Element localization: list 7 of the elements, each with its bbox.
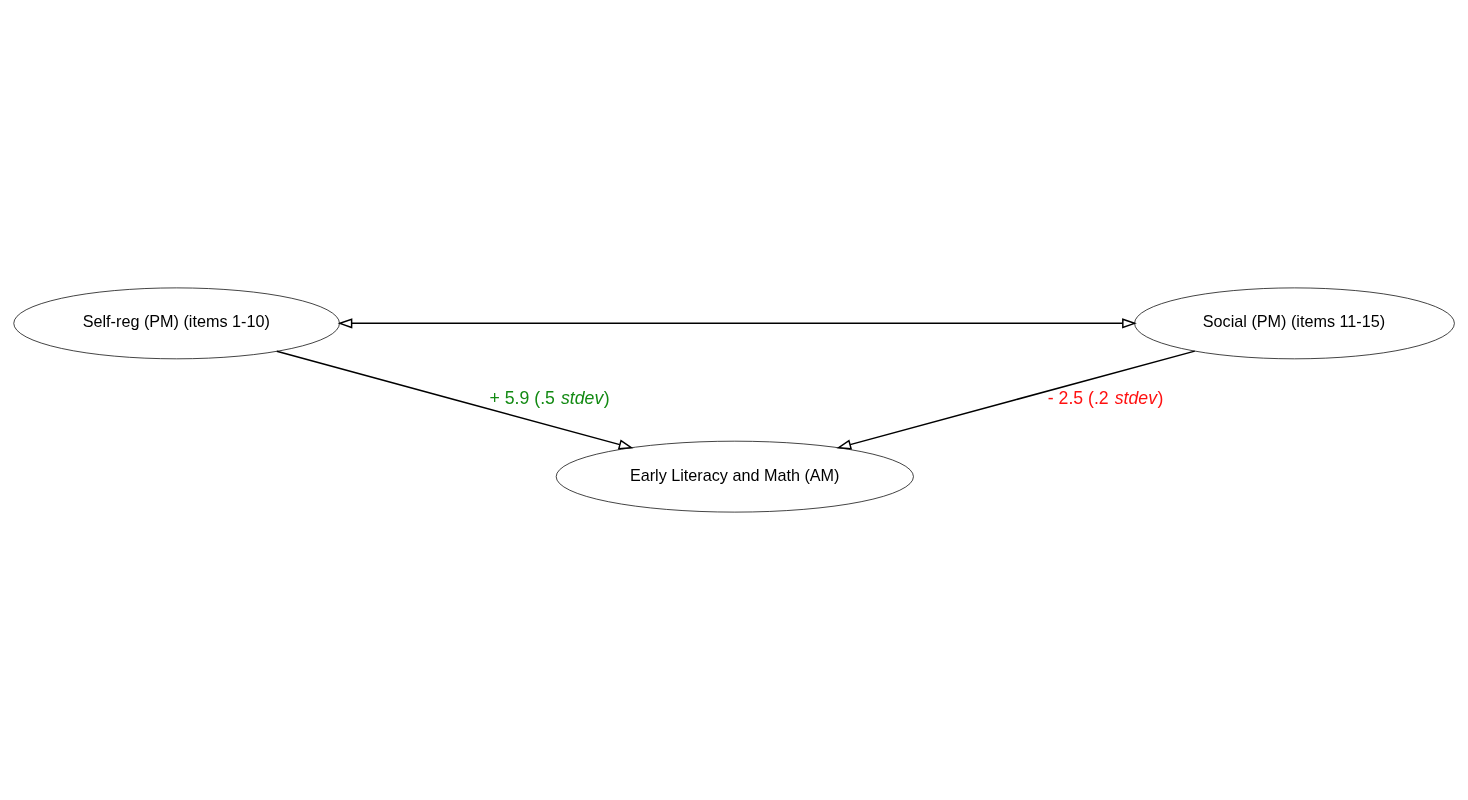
edge-label: - 2.5 (.2 stdev) [1047, 387, 1164, 408]
arrow [337, 318, 1137, 329]
arrow [276, 350, 634, 450]
arrow [836, 350, 1196, 450]
edge-label: + 5.9 (.5 stdev) [489, 387, 610, 408]
node-ellipse: Self-reg (PM) (items 1-10) [13, 287, 340, 360]
node-ellipse: Social (PM) (items 11-15) [1134, 287, 1455, 360]
